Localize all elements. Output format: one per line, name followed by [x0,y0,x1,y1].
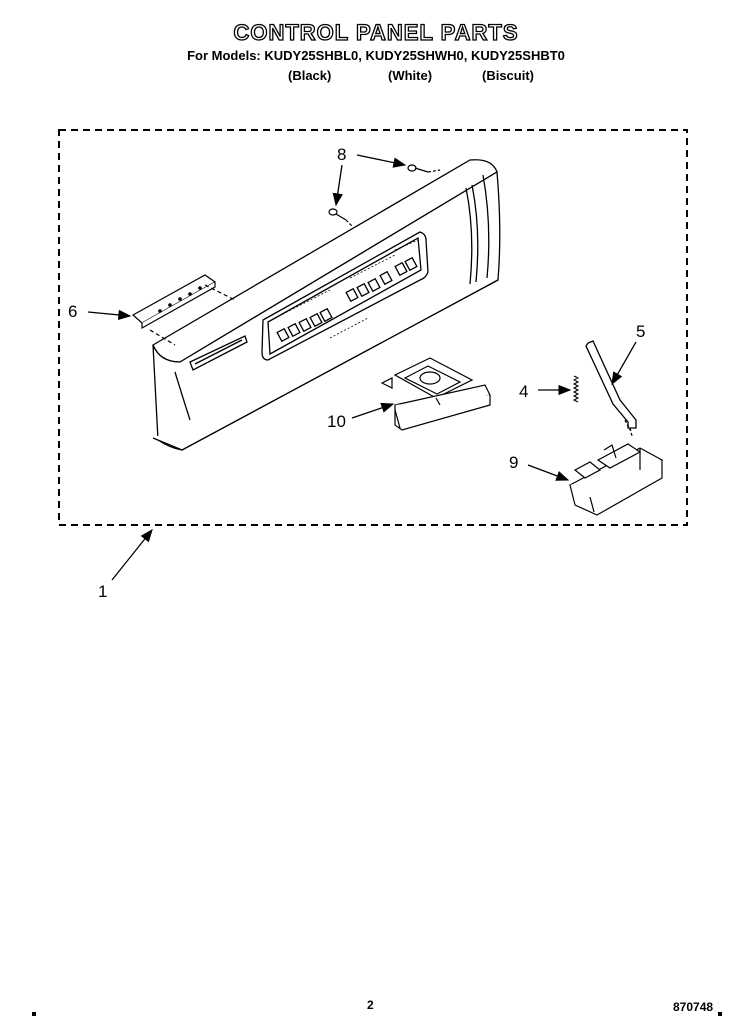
document-number: 870748 [673,1000,714,1014]
page-title: CONTROL PANEL PARTS [233,19,519,45]
callout-6: 6 [68,302,78,321]
corner-mark-left [32,1012,36,1016]
part-9-latch [568,443,664,516]
part-6-bracket [131,274,236,346]
variant-biscuit: (Biscuit) [482,68,534,83]
part-8-screws [328,164,441,227]
leader-9 [527,464,570,481]
variant-black: (Black) [288,68,332,83]
leader-8a [356,154,407,168]
part-5-rod [585,340,637,437]
callout-8: 8 [337,145,347,164]
page-number: 2 [367,998,374,1012]
leader-1 [111,528,153,581]
leader-5 [611,341,637,386]
callout-10: 10 [327,412,346,431]
callout-9: 9 [509,453,519,472]
variant-white: (White) [388,68,433,83]
part-4-spring [572,375,580,403]
control-panel-console [152,159,501,451]
leader-10 [351,402,395,419]
callout-4: 4 [519,382,529,401]
models-line: For Models: KUDY25SHBL0, KUDY25SHWH0, KU… [187,48,565,63]
leader-lines [87,154,637,581]
part-10-button-housing [380,357,491,431]
leader-6 [87,309,132,321]
callout-5: 5 [636,322,646,341]
leader-8b [332,164,343,207]
corner-mark-right [718,1012,722,1016]
callout-1: 1 [98,582,108,601]
assembly-boundary [58,129,688,526]
